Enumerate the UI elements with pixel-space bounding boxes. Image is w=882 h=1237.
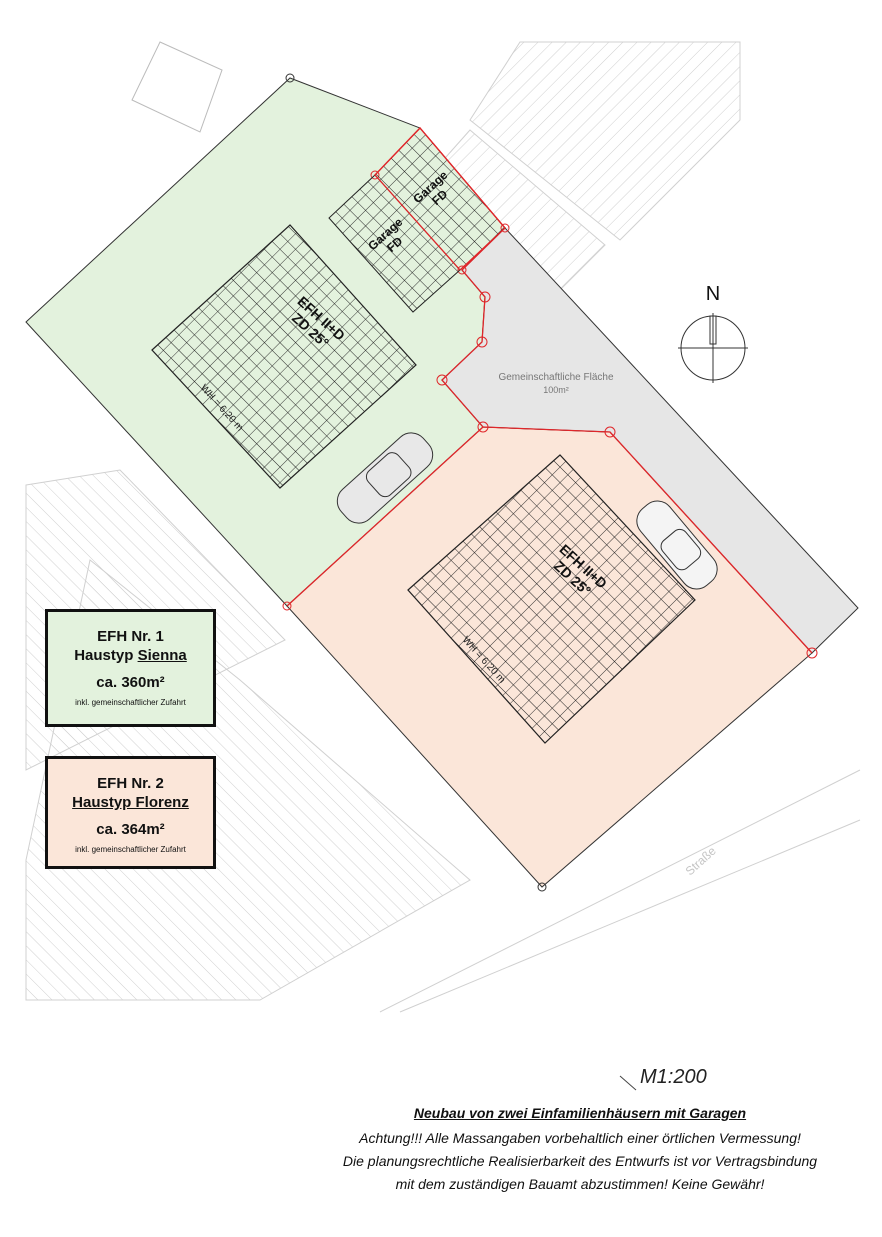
- legend-2-type: Haustyp Florenz: [48, 793, 213, 812]
- neighbor-building: [131, 41, 223, 133]
- scale-label: M1:200: [640, 1066, 707, 1088]
- house-efh-1: [151, 224, 417, 489]
- neighbor-building: [469, 41, 741, 241]
- legend-2-title: EFH Nr. 2: [97, 775, 164, 792]
- legend-1-type-prefix: Haustyp: [74, 647, 138, 664]
- property-boundary: [441, 269, 486, 428]
- property-boundary: [286, 426, 813, 654]
- disclaimer-line-2: Die planungsrechtliche Realisierbarkeit …: [342, 1153, 818, 1169]
- legend-efh-2: EFH Nr. 2 Haustyp Florenz ca. 364m² inkl…: [45, 756, 216, 869]
- legend-2-type-full: Haustyp Florenz: [72, 794, 189, 811]
- car-1: [336, 432, 434, 524]
- legend-efh-1: EFH Nr. 1 Haustyp Sienna ca. 360m² inkl.…: [45, 609, 216, 727]
- street-label: Straße: [683, 844, 719, 879]
- legend-1-area: ca. 360m²: [96, 674, 165, 691]
- project-title: Neubau von zwei Einfamilienhäusern mit G…: [413, 1105, 747, 1121]
- legend-2-note: inkl. gemeinschaftlicher Zufahrt: [75, 845, 186, 854]
- legend-1-note: inkl. gemeinschaftlicher Zufahrt: [75, 698, 186, 707]
- scale-tick: [619, 1075, 637, 1091]
- common-area-label: Gemeinschaftliche Fläche: [498, 372, 613, 383]
- car-2: [636, 500, 718, 590]
- north-arrow: N: [678, 283, 748, 383]
- legend-2-type-prefix: Haustyp: [72, 794, 136, 811]
- legend-1-type-name: Sienna: [137, 647, 187, 664]
- common-area-size: 100m²: [543, 385, 569, 395]
- legend-1-title: EFH Nr. 1: [97, 628, 164, 645]
- garage-2: [374, 127, 506, 271]
- house-efh-2: [407, 454, 696, 744]
- legend-1-type: Haustyp Sienna: [48, 646, 213, 665]
- legend-2-type-name: Florenz: [135, 794, 189, 811]
- north-label: N: [706, 283, 720, 305]
- disclaimer-line-3: mit dem zuständigen Bauamt abzustimmen! …: [395, 1176, 765, 1192]
- disclaimer-line-1: Achtung!!! Alle Massangaben vorbehaltlic…: [359, 1130, 801, 1146]
- legend-2-area: ca. 364m²: [96, 821, 165, 838]
